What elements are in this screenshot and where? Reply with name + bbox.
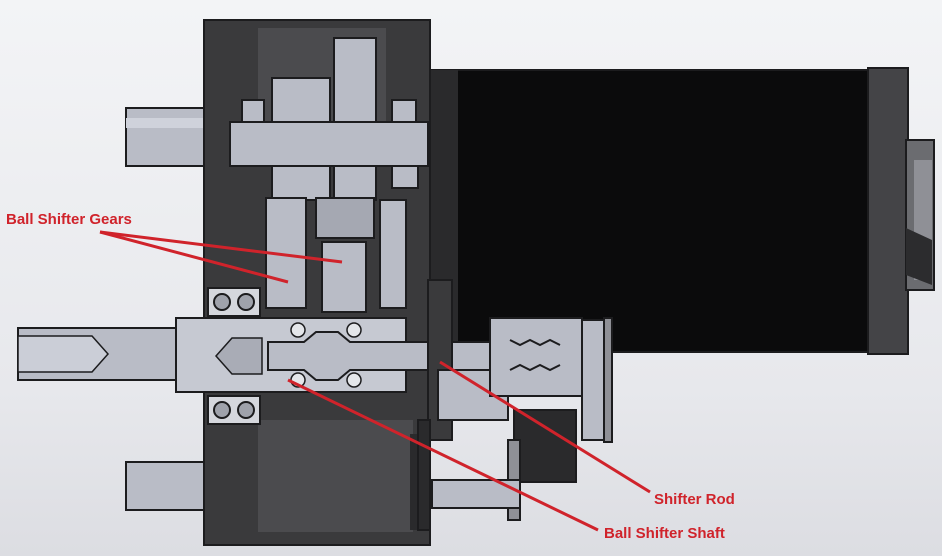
- motor: [427, 67, 935, 355]
- actuator-bracket: [417, 279, 613, 531]
- label-shifter-rod: Shifter Rod: [654, 491, 735, 508]
- callout-lines: [99, 230, 651, 532]
- bearings: [207, 287, 261, 425]
- output-shafts: [125, 107, 207, 511]
- label-ball-shifter-shaft: Ball Shifter Shaft: [604, 525, 725, 542]
- label-ball-shifter-gears: Ball Shifter Gears: [6, 211, 132, 228]
- upper-gear-stack: [229, 37, 429, 201]
